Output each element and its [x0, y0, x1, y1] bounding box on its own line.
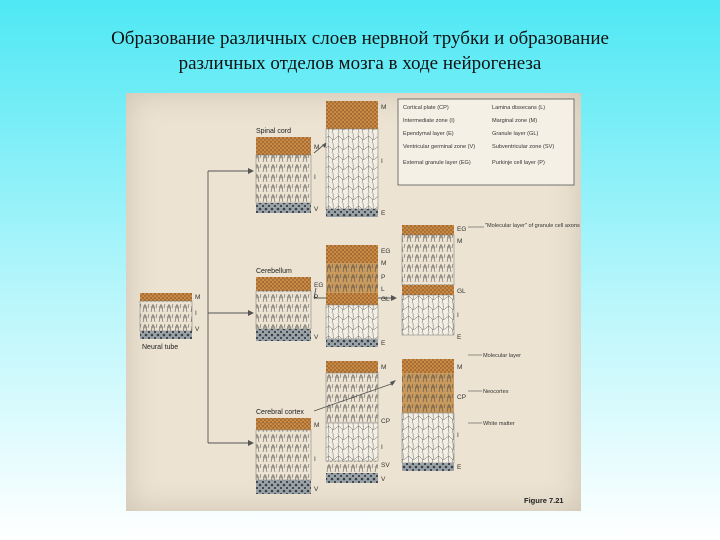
legend-left-3: Ventricular germinal zone (V) — [403, 144, 475, 150]
legend-right-3: Subventricular zone (SV) — [492, 144, 554, 150]
cerebellum-label: Cerebellum — [256, 268, 292, 275]
cortex-mid-i-label: I — [381, 444, 383, 451]
cerebellum-mature-eg-label: EG — [457, 226, 466, 233]
figure-drawing: M I V Neural tube Spinal cord M I V M I … — [139, 98, 580, 505]
legend-right-0: Lamina dissecans (L) — [492, 105, 545, 111]
cerebellum-mid-p-label: P — [381, 274, 385, 281]
white-matter-annotation: White matter — [483, 421, 515, 427]
cortex-mid-sv-label: SV — [381, 462, 390, 469]
cerebellum-mid-l-label: L — [381, 286, 385, 293]
cerebral-cortex-label: Cerebral cortex — [256, 409, 304, 416]
legend-right-2: Granule layer (GL) — [492, 131, 538, 137]
molecular-granule-annotation: "Molecular layer" of granule cell axons — [485, 223, 580, 229]
cerebellum-v-label: V — [314, 334, 319, 341]
cortex-mature-e-label: E — [457, 464, 462, 471]
cortex-mid-cp-label: CP — [381, 418, 390, 425]
spinal-v-label: V — [314, 206, 319, 213]
legend-right-4: Purkinje cell layer (P) — [492, 160, 545, 166]
title-line-2: различных отделов мозга в ходе нейрогене… — [178, 53, 542, 74]
legend-left-4: External granule layer (EG) — [403, 160, 471, 166]
neural-tube-label: Neural tube — [142, 344, 178, 351]
molecular-layer-annotation: Molecular layer — [483, 353, 521, 359]
spinal-mature-m-label: M — [381, 104, 386, 111]
neural-tube-v-label: V — [195, 326, 200, 333]
legend-left-2: Ependymal layer (E) — [403, 131, 454, 137]
cortex-early-column: Cerebral cortex M I V — [255, 409, 319, 494]
spinal-cord-mature-column: M I E — [325, 101, 386, 217]
neocortex-annotation: Neocortex — [483, 389, 509, 395]
legend-left-1: Intermediate zone (I) — [403, 118, 455, 124]
cerebellum-p-label: P — [314, 294, 318, 301]
cerebellum-mid-m-label: M — [381, 260, 386, 267]
cortex-mid-v-label: V — [381, 476, 386, 483]
cerebellum-early-column: Cerebellum EG P V — [255, 268, 323, 341]
cerebellum-middle-column: EG M P L GL E — [325, 245, 390, 347]
cerebellum-mature-i-label: I — [457, 312, 459, 319]
neural-tube-m-label: M — [195, 294, 200, 301]
cerebellum-mature-m-label: M — [457, 238, 462, 245]
spinal-m-label: M — [314, 144, 319, 151]
neural-tube-column: M I V Neural tube — [139, 293, 200, 351]
title-line-1: Образование различных слоев нервной труб… — [111, 28, 609, 49]
spinal-i-label: I — [314, 174, 316, 181]
cortex-v-label: V — [314, 486, 319, 493]
legend-right-1: Marginal zone (M) — [492, 118, 537, 124]
spinal-mature-i-label: I — [381, 158, 383, 165]
spinal-cord-early-column: Spinal cord M I V — [255, 128, 319, 213]
cerebellum-mid-e-label: E — [381, 340, 386, 347]
spinal-cord-label: Spinal cord — [256, 128, 291, 135]
arrow-heads — [248, 142, 397, 446]
cortex-m-label: M — [314, 422, 319, 429]
cortex-mature-cp-label: CP — [457, 394, 466, 401]
cerebellum-mid-eg-label: EG — [381, 248, 390, 255]
cortex-mature-m-label: M — [457, 364, 462, 371]
neural-tube-i-label: I — [195, 310, 197, 317]
cortex-middle-column: M CP I SV V — [325, 361, 390, 483]
cerebellum-mature-e-label: E — [457, 334, 462, 341]
cerebellum-eg-label: EG — [314, 282, 323, 289]
figure-number: Figure 7.21 — [524, 496, 564, 505]
cortex-i-label: I — [314, 456, 316, 463]
cerebellum-mid-gl-label: GL — [381, 296, 390, 303]
cerebellum-mature-gl-label: GL — [457, 288, 466, 295]
molecular-granule-text: "Molecular layer" of granule cell axons — [485, 223, 580, 229]
slide-title: Образование различных слоев нервной труб… — [0, 26, 720, 76]
cortex-mature-i-label: I — [457, 432, 459, 439]
cerebellum-mature-column: EG M GL I E "Molecular layer" of granule… — [401, 223, 580, 341]
layer-legend: Cortical plate (CP) Intermediate zone (I… — [397, 98, 575, 186]
cortex-mid-m-label: M — [381, 364, 386, 371]
legend-left-0: Cortical plate (CP) — [403, 105, 449, 111]
neurogenesis-figure: M I V Neural tube Spinal cord M I V M I … — [126, 93, 581, 511]
spinal-mature-e-label: E — [381, 210, 386, 217]
cortex-mature-column: M CP I E Molecular layer Neocortex White… — [401, 353, 521, 471]
